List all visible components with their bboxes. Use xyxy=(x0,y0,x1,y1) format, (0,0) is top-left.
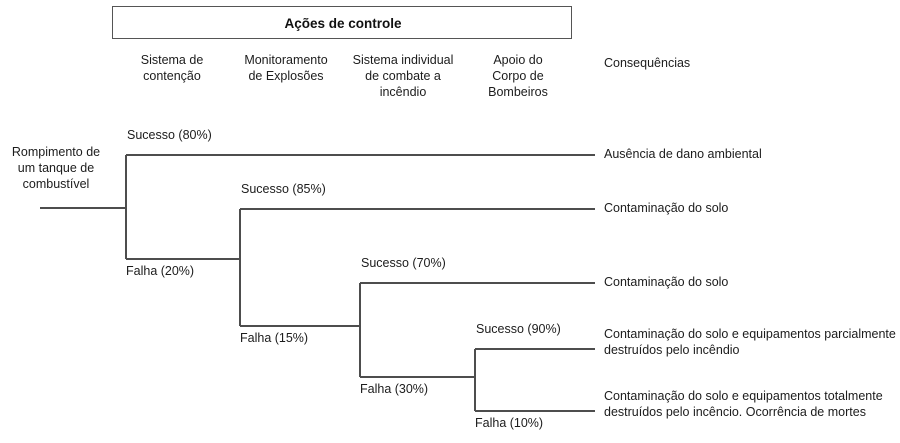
consequences-column-header: Consequências xyxy=(604,56,691,70)
failure-probability-label-3: Falha (30%) xyxy=(360,382,429,396)
column-header-0: Sistema de contenção xyxy=(140,53,204,83)
column-header-3: Apoio do Corpo de Bombeiros xyxy=(488,53,548,99)
success-probability-label-4: Sucesso (90%) xyxy=(476,322,561,336)
failure-probability-label-4: Falha (10%) xyxy=(475,416,544,430)
consequence-label-3: Contaminação do solo xyxy=(604,275,729,289)
failure-probability-label-2: Falha (15%) xyxy=(240,331,309,345)
column-header-2: Sistema individual de combate a incêndio xyxy=(352,53,454,99)
consequence-label-2: Contaminação do solo xyxy=(604,201,729,215)
success-probability-label-1: Sucesso (80%) xyxy=(127,128,212,142)
consequence-label-1: Ausência de dano ambiental xyxy=(604,147,762,161)
initiating-event-label: Rompimento de um tanque de combustível xyxy=(11,145,101,191)
success-probability-label-2: Sucesso (85%) xyxy=(241,182,326,196)
consequence-label-4: Contaminação do solo e equipamentos parc… xyxy=(604,327,896,357)
control-actions-title: Ações de controle xyxy=(284,16,402,31)
failure-probability-label-1: Falha (20%) xyxy=(126,264,195,278)
success-probability-label-3: Sucesso (70%) xyxy=(361,256,446,270)
column-header-1: Monitoramento de Explosões xyxy=(244,53,328,83)
consequence-label-5: Contaminação do solo e equipamentos tota… xyxy=(604,389,883,419)
control-actions-box: Ações de controle xyxy=(112,6,572,39)
